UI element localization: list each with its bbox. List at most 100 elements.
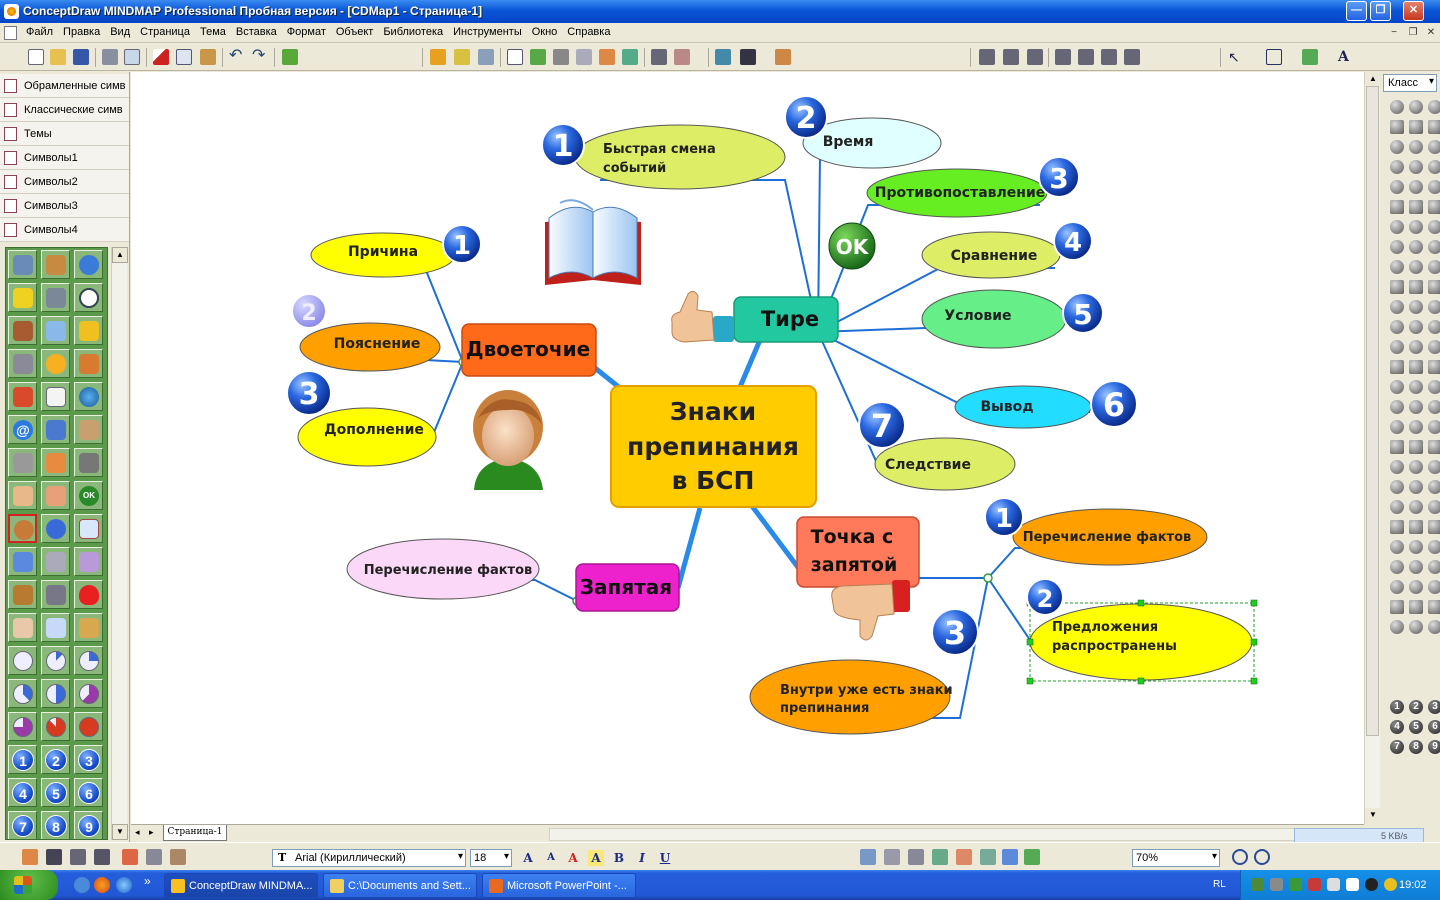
symbol-cell[interactable] <box>41 547 70 576</box>
rectangle-icon[interactable] <box>1266 49 1282 65</box>
palette-symbol-icon[interactable] <box>1428 500 1440 514</box>
font-size-dropdown[interactable]: 18 <box>470 849 512 867</box>
palette-symbol-icon[interactable] <box>1390 240 1404 254</box>
palette-symbol-icon[interactable] <box>1390 620 1404 634</box>
palette-symbol-icon[interactable] <box>1390 260 1404 274</box>
scroll-down-arrow-icon[interactable]: ▼ <box>1365 808 1381 824</box>
print-icon[interactable] <box>102 49 118 65</box>
move-down-icon[interactable] <box>1078 49 1094 65</box>
palette-symbol-icon[interactable] <box>1409 340 1423 354</box>
font-color-icon[interactable]: A <box>568 851 578 865</box>
start-button[interactable] <box>0 870 58 900</box>
palette-symbol-icon[interactable] <box>1390 520 1404 534</box>
zoom-in-icon[interactable] <box>1232 849 1248 865</box>
palette-symbol-icon[interactable] <box>1390 300 1404 314</box>
branch-tire[interactable]: Тире <box>733 296 839 343</box>
language-indicator[interactable]: RL <box>1213 879 1226 890</box>
symbol-cell[interactable] <box>74 580 103 609</box>
symbol-cell[interactable] <box>8 382 37 411</box>
palette-symbol-icon[interactable] <box>1409 240 1423 254</box>
palette-symbol-icon[interactable] <box>1409 380 1423 394</box>
palette-symbol-icon[interactable] <box>1428 340 1440 354</box>
symbol-cell[interactable] <box>41 448 70 477</box>
symbol-cell[interactable] <box>41 415 70 444</box>
symbol-cell[interactable] <box>41 349 70 378</box>
palette-symbol-icon[interactable] <box>1390 540 1404 554</box>
topic-style-icon[interactable] <box>860 849 876 865</box>
tab-nav-right-icon[interactable]: ▸ <box>149 827 154 837</box>
symbol-cell[interactable] <box>74 613 103 642</box>
palette-symbol-icon[interactable] <box>1428 220 1440 234</box>
palette-symbol-icon[interactable] <box>1409 500 1423 514</box>
symbol-cell[interactable] <box>8 646 37 675</box>
line-weight-icon[interactable] <box>46 849 62 865</box>
symbol-cell[interactable] <box>8 448 37 477</box>
palette-symbol-icon[interactable] <box>1409 160 1423 174</box>
symbol-cell[interactable] <box>8 613 37 642</box>
symbol-cell[interactable] <box>74 382 103 411</box>
arrows-icon[interactable] <box>94 849 110 865</box>
close-button[interactable]: ✕ <box>1403 1 1424 21</box>
add-subtopic-icon[interactable] <box>1003 49 1019 65</box>
palette-symbol-icon[interactable] <box>1409 320 1423 334</box>
branch-zapyataya[interactable]: Запятая <box>575 563 680 612</box>
palette-symbol-icon[interactable] <box>1390 460 1404 474</box>
palette-number-6-icon[interactable]: 6 <box>1428 720 1440 734</box>
tray-update-icon[interactable] <box>1384 878 1397 891</box>
task-conceptdraw[interactable]: ConceptDraw MINDMA... <box>164 873 318 898</box>
leaf-perechislenie-zapyataya[interactable]: Перечисление фактов <box>346 538 540 600</box>
symbol-cell[interactable] <box>74 349 103 378</box>
redo-icon[interactable]: ↷ <box>252 47 266 64</box>
minimize-button[interactable]: — <box>1346 1 1367 21</box>
symbol-cell[interactable]: 5 <box>41 778 70 807</box>
mdi-restore-button[interactable]: ❐ <box>1408 27 1418 38</box>
palette-symbol-icon[interactable] <box>1409 140 1423 154</box>
symbol-cell[interactable]: @ <box>8 415 37 444</box>
palette-symbol-icon[interactable] <box>1428 620 1440 634</box>
library-icon[interactable] <box>282 49 298 65</box>
palette-symbol-icon[interactable] <box>1428 400 1440 414</box>
fill-color-icon[interactable] <box>122 849 138 865</box>
symbol-cell[interactable]: 2 <box>41 745 70 774</box>
palette-symbol-icon[interactable] <box>1390 180 1404 194</box>
symbol-cell[interactable] <box>74 679 103 708</box>
palette-symbol-icon[interactable] <box>1428 240 1440 254</box>
leaf-protivopostavlenie[interactable]: Противопоставление <box>866 168 1048 218</box>
show-desktop-icon[interactable] <box>74 877 90 893</box>
ungroup-icon[interactable] <box>1002 849 1018 865</box>
symbol-cell[interactable] <box>41 316 70 345</box>
move-up-icon[interactable] <box>1055 49 1071 65</box>
line-dash-icon[interactable] <box>70 849 86 865</box>
palette-symbol-icon[interactable] <box>1409 460 1423 474</box>
link-icon[interactable] <box>553 49 569 65</box>
task-icon[interactable] <box>599 49 615 65</box>
menu-library[interactable]: Библиотека <box>383 26 444 38</box>
symbol-cell[interactable] <box>8 316 37 345</box>
app-icon[interactable] <box>4 4 19 19</box>
palette-symbol-icon[interactable] <box>1390 220 1404 234</box>
layer-icon[interactable] <box>1024 849 1040 865</box>
palette-symbol-icon[interactable] <box>1390 500 1404 514</box>
symbol-cell[interactable]: 9 <box>74 811 103 839</box>
library-item-symbols2[interactable]: Символы2 <box>0 170 129 194</box>
palette-symbol-icon[interactable] <box>1409 520 1423 534</box>
leaf-prichina[interactable]: Причина <box>310 232 456 278</box>
palette-number-2-icon[interactable]: 2 <box>1409 700 1423 714</box>
palette-symbol-icon[interactable] <box>1390 400 1404 414</box>
palette-symbol-icon[interactable] <box>1409 580 1423 594</box>
symbol-cell[interactable] <box>8 481 37 510</box>
leaf-dopolnenie[interactable]: Дополнение <box>297 407 437 467</box>
palette-number-5-icon[interactable]: 5 <box>1409 720 1423 734</box>
symbol-cell[interactable]: 3 <box>74 745 103 774</box>
italic-button[interactable]: I <box>639 851 645 865</box>
note-icon[interactable] <box>454 49 470 65</box>
text-tool-icon[interactable]: A <box>1338 49 1349 65</box>
demote-icon[interactable] <box>1124 49 1140 65</box>
library-item-symbols1[interactable]: Символы1 <box>0 146 129 170</box>
palette-symbol-icon[interactable] <box>1409 620 1423 634</box>
symbol-cell[interactable] <box>74 514 103 543</box>
symbol-cell[interactable] <box>74 448 103 477</box>
palette-symbol-icon[interactable] <box>1428 360 1440 374</box>
scroll-thumb[interactable] <box>1366 86 1379 736</box>
palette-symbol-icon[interactable] <box>1428 540 1440 554</box>
